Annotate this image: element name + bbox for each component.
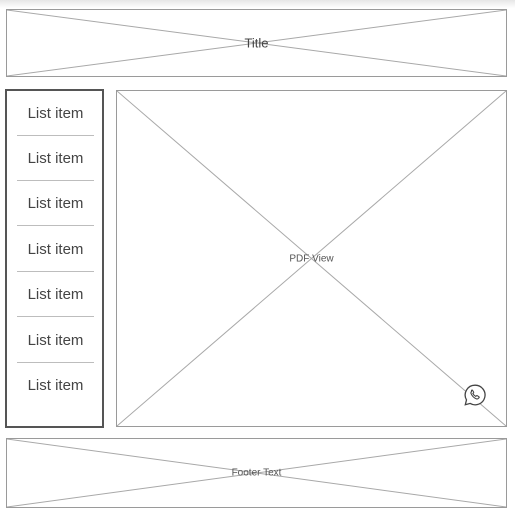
title-placeholder: Title <box>6 9 507 77</box>
placeholder-cross <box>7 439 506 507</box>
list-item[interactable]: List item <box>27 377 84 394</box>
placeholder-cross <box>117 91 506 426</box>
list-item[interactable]: List item <box>17 136 94 181</box>
sidebar-list: List item List item List item List item … <box>5 89 104 428</box>
whatsapp-phone-icon[interactable] <box>463 383 487 407</box>
page-title: Title <box>244 35 269 51</box>
window-top-edge <box>0 0 515 8</box>
footer-placeholder: Footer Text <box>6 438 507 508</box>
list-item[interactable]: List item <box>17 91 94 136</box>
pdf-viewer[interactable]: PDF View <box>116 90 507 427</box>
placeholder-cross <box>7 10 506 76</box>
list-item[interactable]: List item <box>17 272 94 317</box>
pdf-viewer-label: PDF View <box>289 253 334 264</box>
list-item[interactable]: List item <box>17 318 94 363</box>
list-item[interactable]: List item <box>17 181 94 226</box>
list-item[interactable]: List item <box>17 227 94 272</box>
footer-text: Footer Text <box>231 467 282 479</box>
